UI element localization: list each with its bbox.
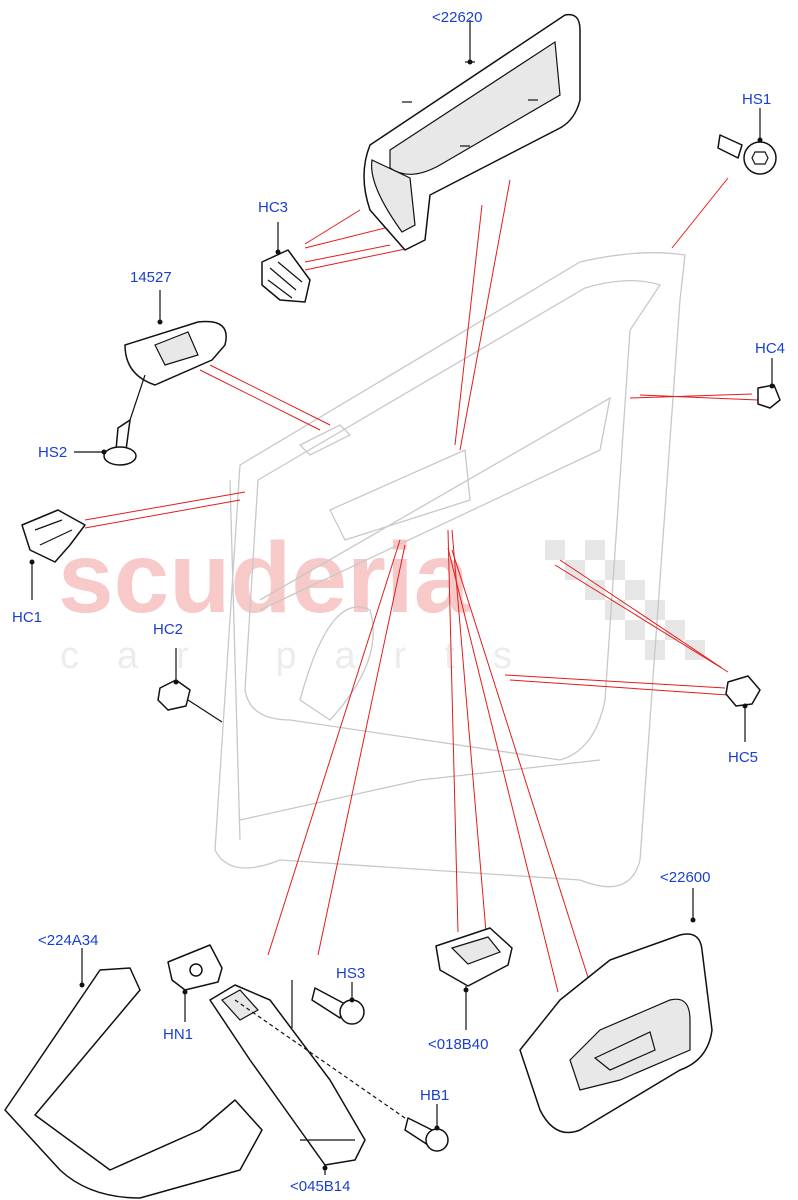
part-hs1-screw	[717, 108, 777, 175]
label-hc1: HC1	[12, 609, 42, 626]
part-hs3-screw	[291, 980, 365, 1028]
label-hc5: HC5	[728, 749, 758, 766]
label-045b14: <045B14	[290, 1178, 350, 1195]
label-hc2: HC2	[153, 621, 183, 638]
label-hb1: HB1	[420, 1087, 449, 1104]
red-leader-lines	[84, 177, 759, 993]
label-hn1: HN1	[163, 1026, 193, 1043]
watermark-sub: car parts	[60, 635, 550, 677]
part-hs2-screw	[74, 374, 146, 466]
label-224a34: <224A34	[38, 932, 98, 949]
part-hc4-clip	[757, 358, 781, 409]
part-14527-switch-pack	[124, 290, 227, 386]
label-22620: <22620	[432, 9, 482, 26]
part-hc2-clip	[157, 648, 223, 723]
part-22600-handle-housing	[519, 888, 713, 1134]
part-018b40-switch	[435, 927, 513, 1030]
part-hc1-clip	[21, 509, 86, 600]
part-hc5-clip	[725, 675, 761, 742]
label-hs1: HS1	[742, 91, 771, 108]
part-045b14-handle	[209, 984, 416, 1175]
watermark-checker	[545, 540, 705, 660]
part-224a34-pull-strap	[4, 948, 263, 1199]
part-hc3-clip	[261, 222, 311, 303]
label-hc4: HC4	[755, 340, 785, 357]
label-018b40: <018B40	[428, 1036, 488, 1053]
callout-labels: <22620 HS1 HC3 14527 HC4 HS2 HC1 HC2 HC5…	[12, 9, 785, 1195]
door-trim-panel	[214, 252, 686, 888]
label-hs2: HS2	[38, 444, 67, 461]
label-22600: <22600	[660, 869, 710, 886]
label-hc3: HC3	[258, 199, 288, 216]
part-hn1-nut	[167, 944, 223, 1022]
part-hb1-bolt	[404, 1104, 449, 1152]
label-hs3: HS3	[336, 965, 365, 982]
part-22620-bezel	[363, 13, 581, 251]
label-14527: 14527	[130, 269, 172, 286]
watermark-brand: scuderia	[58, 522, 471, 634]
